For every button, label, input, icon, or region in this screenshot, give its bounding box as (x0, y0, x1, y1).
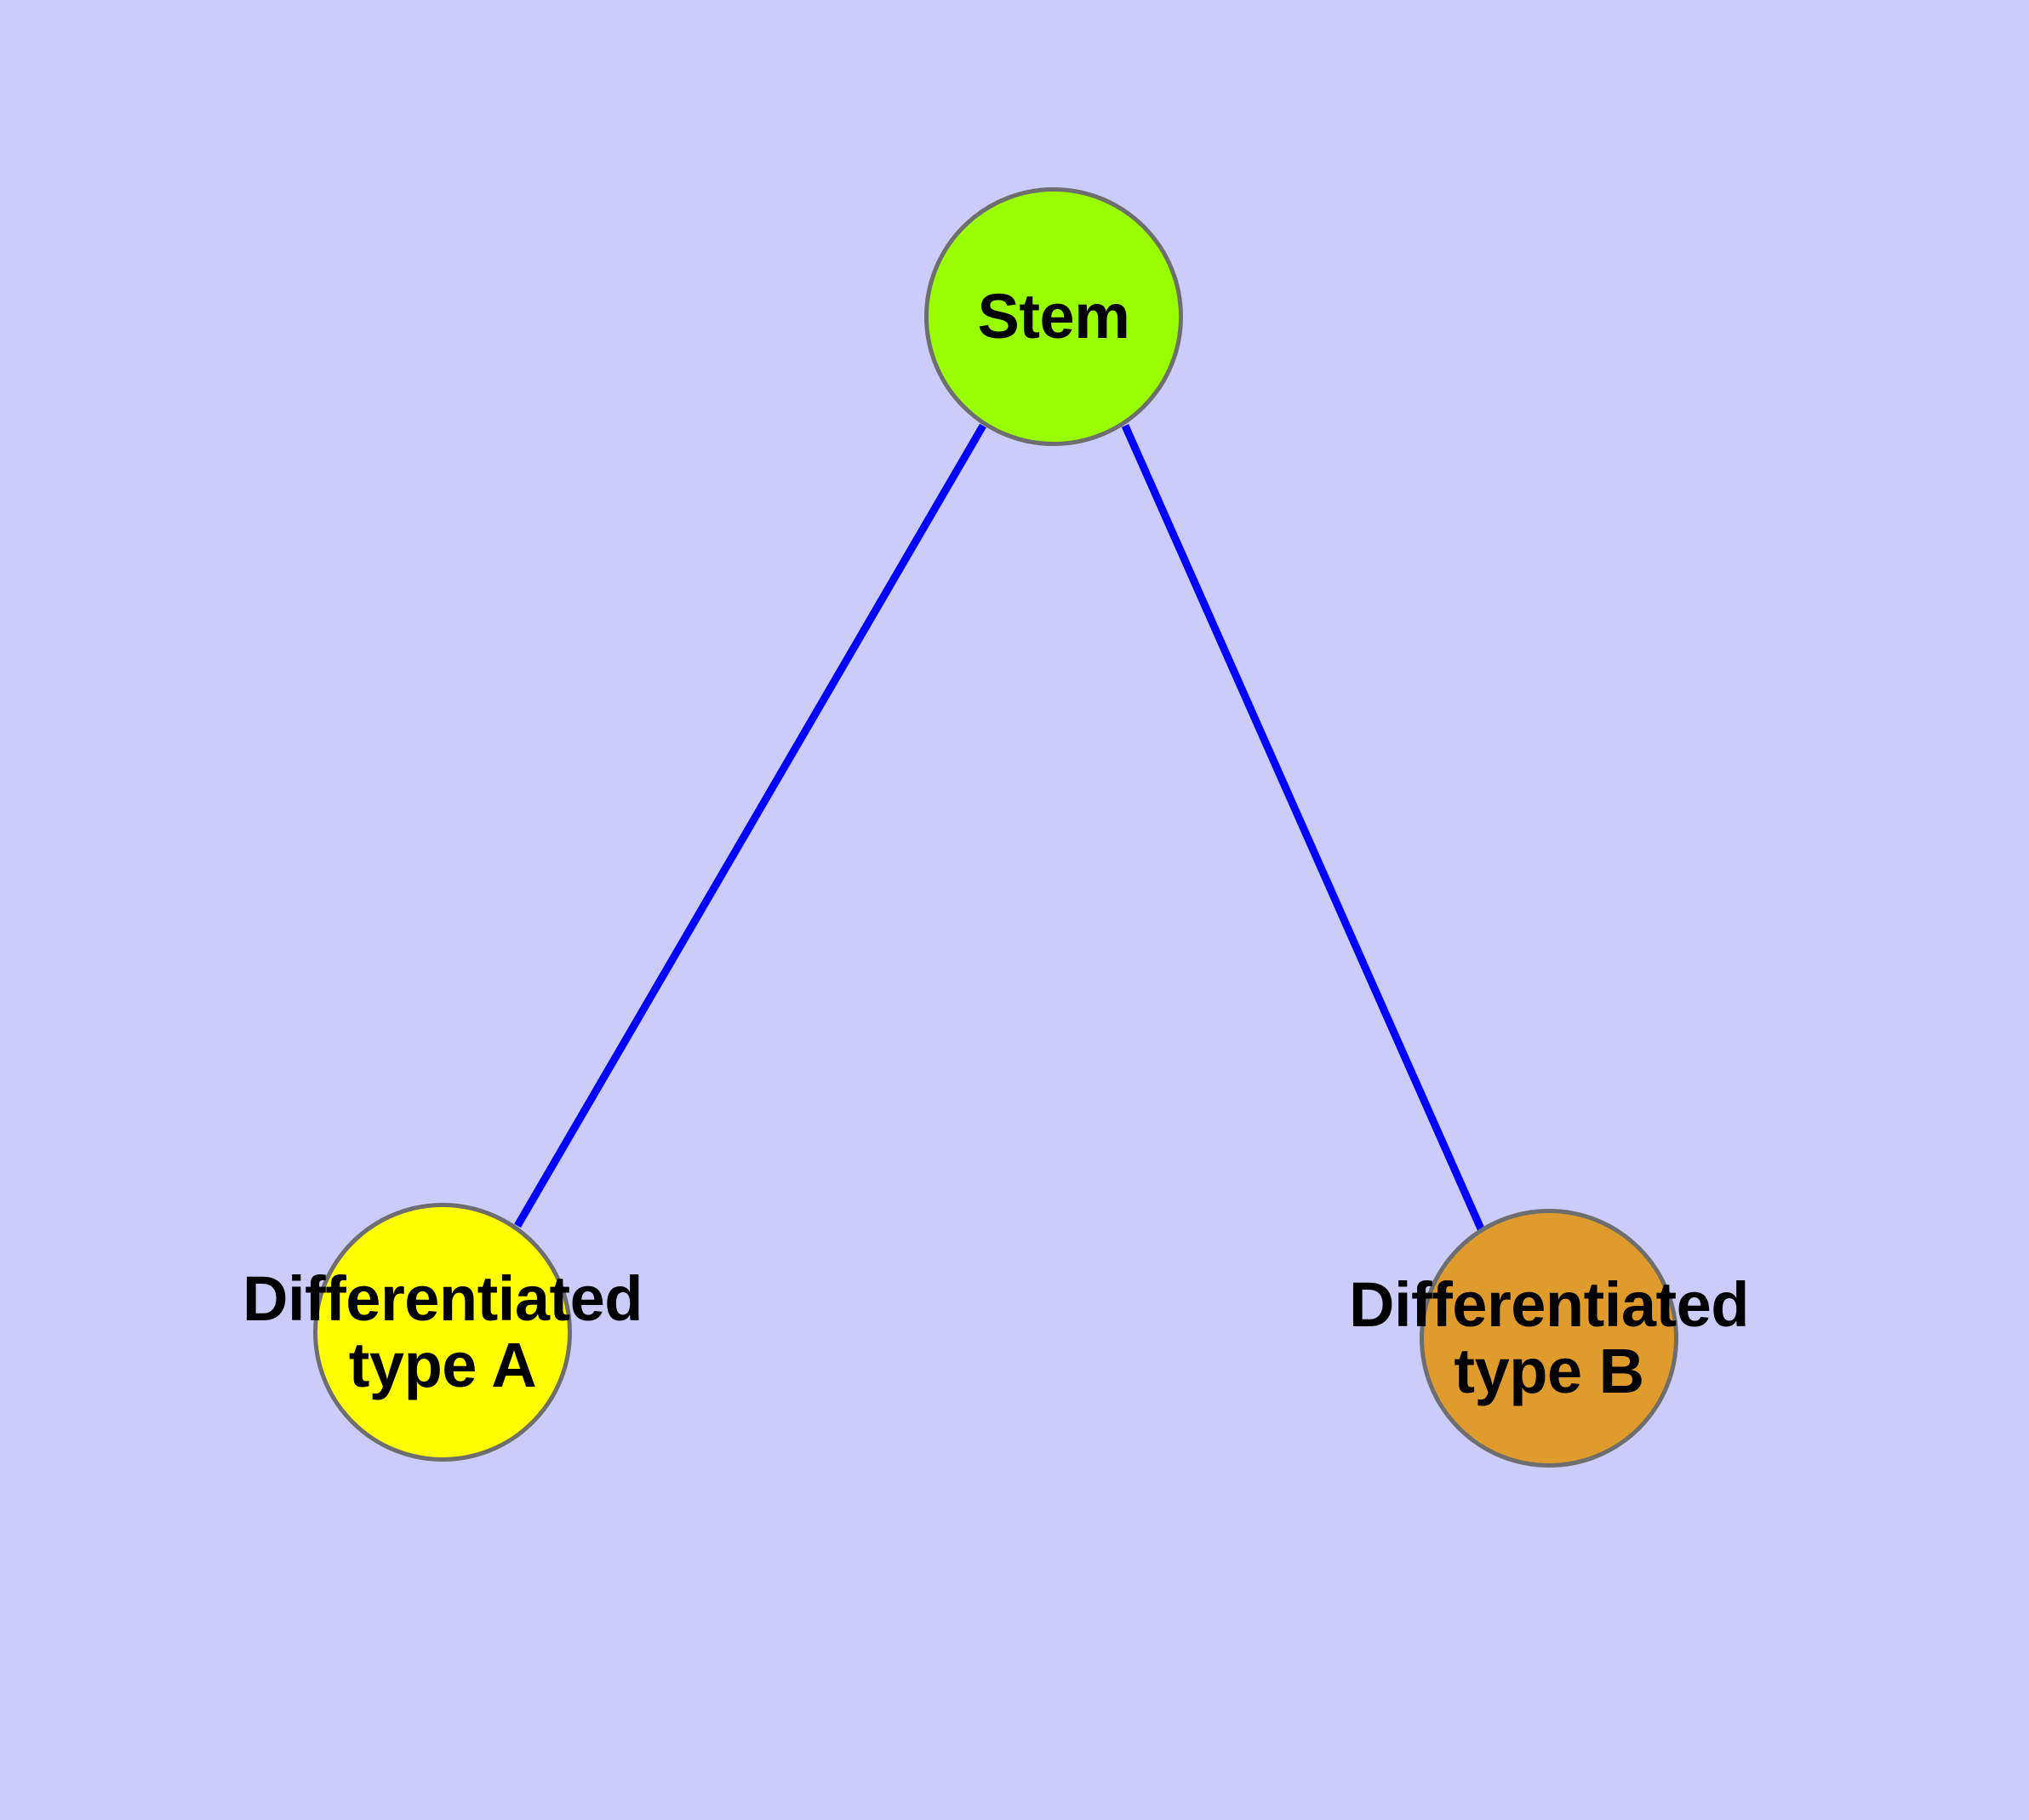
node-differentiated-type-a[interactable] (313, 1203, 572, 1462)
edge-stem-to-differentiated-type-b[interactable] (1121, 424, 1487, 1234)
edge-stem-to-differentiated-type-a[interactable] (514, 423, 986, 1228)
node-stem[interactable] (924, 187, 1183, 446)
node-differentiated-type-b[interactable] (1420, 1209, 1678, 1468)
